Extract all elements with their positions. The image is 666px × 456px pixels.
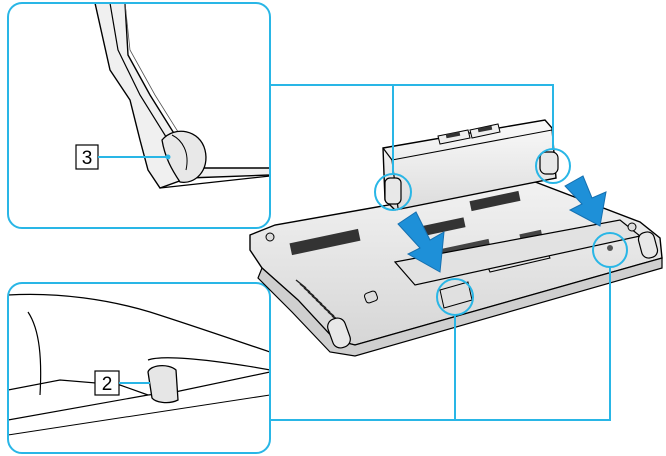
down-arrow-icon: [564, 175, 607, 227]
callout-label-3: 3: [82, 148, 93, 169]
down-arrow-icon: [397, 211, 445, 273]
connector-lines: [270, 84, 611, 421]
detail-panel-bottom: 2: [7, 282, 271, 454]
slot-detail-illustration: [8, 293, 270, 436]
laptop-underside-illustration: [249, 179, 663, 357]
detail-panel-top: 3: [7, 2, 271, 229]
battery-pack: [382, 119, 559, 211]
latch-detail-illustration: [94, 3, 270, 189]
callout-label-2: 2: [102, 374, 113, 395]
